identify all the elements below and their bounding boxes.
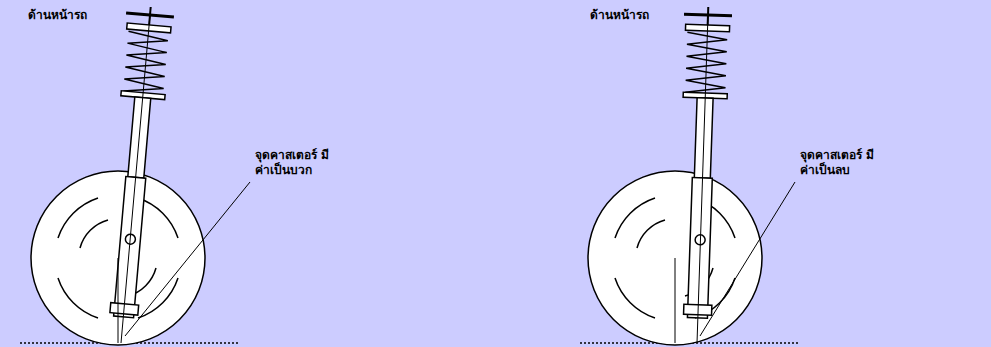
direction-label: ด้านหน้ารถ	[590, 8, 649, 23]
left-figure	[20, 5, 250, 345]
wheel-centerline	[675, 258, 676, 343]
steering-axis	[697, 15, 708, 343]
leader-line	[700, 182, 795, 336]
steering-axis	[121, 15, 150, 343]
wheel	[588, 171, 762, 345]
leader-line	[125, 182, 250, 336]
right-figure	[580, 6, 800, 345]
direction-label: ด้านหน้ารถ	[28, 8, 87, 23]
callout-label: จุดคาสเตอร์ มีค่าเป็นลบ	[800, 148, 880, 178]
wheel-centerline	[118, 258, 119, 343]
callout-label: จุดคาสเตอร์ มีค่าเป็นบวก	[255, 148, 335, 178]
wheel	[31, 171, 205, 345]
